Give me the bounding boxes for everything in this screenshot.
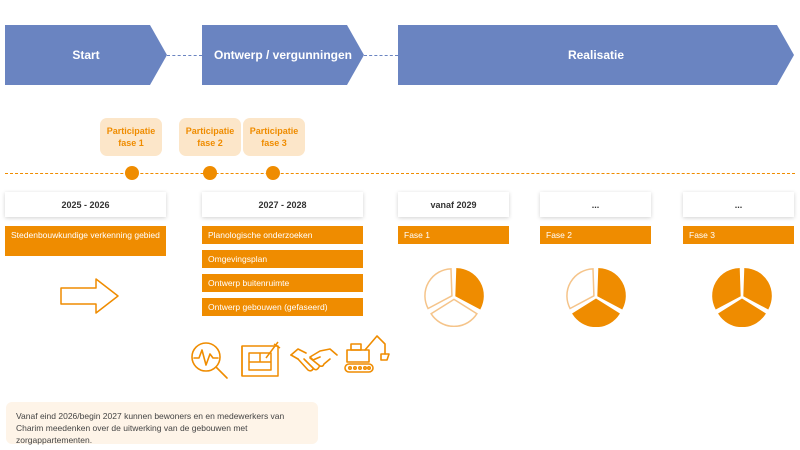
participation-bubble-2: Participatie fase 2	[179, 118, 241, 156]
timeline-dot	[266, 166, 280, 180]
fase-label: Fase 3	[689, 230, 715, 240]
pie-segment-filled	[572, 298, 620, 327]
progress-pie	[566, 268, 626, 327]
phase-realisatie: Realisatie	[398, 25, 794, 85]
phase-realisatie-label: Realisatie	[567, 48, 625, 62]
task-label: Omgevingsplan	[208, 254, 268, 264]
period-header: 2027 - 2028	[202, 192, 363, 217]
period-label: 2025 - 2026	[61, 199, 110, 210]
progress-pie	[424, 268, 484, 327]
pie-segment-filled	[743, 268, 772, 310]
progress-pie	[712, 268, 772, 327]
task-label: Planologische onderzoeken	[208, 230, 313, 240]
magnifier-graph-icon	[187, 340, 233, 382]
pie-segment-filled	[712, 268, 741, 310]
period-label: 2027 - 2028	[258, 199, 307, 210]
task-bar: Stedenbouwkundige verkenning gebied	[5, 226, 166, 256]
pie-segment-empty	[430, 298, 478, 327]
chevron-shape	[398, 25, 794, 85]
pie-segment-filled	[597, 268, 626, 310]
participation-label: Participatie fase 1	[106, 126, 156, 148]
pie-segment-empty	[424, 268, 453, 310]
task-bar: Omgevingsplan	[202, 250, 363, 268]
participation-bubble-1: Participatie fase 1	[100, 118, 162, 156]
period-header: ...	[540, 192, 651, 217]
period-label: ...	[734, 199, 743, 210]
period-label: ...	[591, 199, 600, 210]
note-text: Vanaf eind 2026/begin 2027 kunnen bewone…	[16, 411, 285, 445]
period-header: ...	[683, 192, 794, 217]
period-header: vanaf 2029	[398, 192, 509, 217]
task-bar: Ontwerp buitenruimte	[202, 274, 363, 292]
arrow-right-icon	[60, 277, 120, 315]
fase-bar: Fase 2	[540, 226, 651, 244]
period-header: 2025 - 2026	[5, 192, 166, 217]
task-label: Stedenbouwkundige verkenning gebied	[11, 230, 160, 240]
fase-label: Fase 2	[546, 230, 572, 240]
task-bar: Planologische onderzoeken	[202, 226, 363, 244]
chevron-shape	[202, 25, 364, 85]
period-label: vanaf 2029	[430, 199, 477, 210]
task-label: Ontwerp buitenruimte	[208, 278, 290, 288]
excavator-icon	[343, 330, 391, 376]
fase-bar: Fase 3	[683, 226, 794, 244]
handshake-icon	[290, 343, 338, 377]
participation-label: Participatie fase 2	[185, 126, 235, 148]
task-label: Ontwerp gebouwen (gefaseerd)	[208, 302, 328, 312]
pie-segment-filled	[455, 268, 484, 310]
blueprint-icon	[240, 340, 284, 380]
timeline-dot	[203, 166, 217, 180]
phase-start-label: Start	[72, 48, 100, 62]
phase-ontwerp: Ontwerp / vergunningen	[202, 25, 364, 85]
info-note: Vanaf eind 2026/begin 2027 kunnen bewone…	[6, 402, 318, 445]
phase-ontwerp-label: Ontwerp / vergunningen	[213, 48, 352, 62]
participation-label: Participatie fase 3	[249, 126, 299, 148]
phase-start: Start	[5, 25, 167, 85]
phase-connector	[364, 55, 398, 56]
phase-connector	[167, 55, 202, 56]
pie-segment-empty	[566, 268, 595, 310]
participation-bubble-3: Participatie fase 3	[243, 118, 305, 156]
timeline-dot	[125, 166, 139, 180]
fase-label: Fase 1	[404, 230, 430, 240]
chevron-shape	[5, 25, 167, 85]
task-bar: Ontwerp gebouwen (gefaseerd)	[202, 298, 363, 316]
fase-bar: Fase 1	[398, 226, 509, 244]
timeline-line	[5, 173, 795, 174]
pie-segment-filled	[718, 298, 766, 327]
